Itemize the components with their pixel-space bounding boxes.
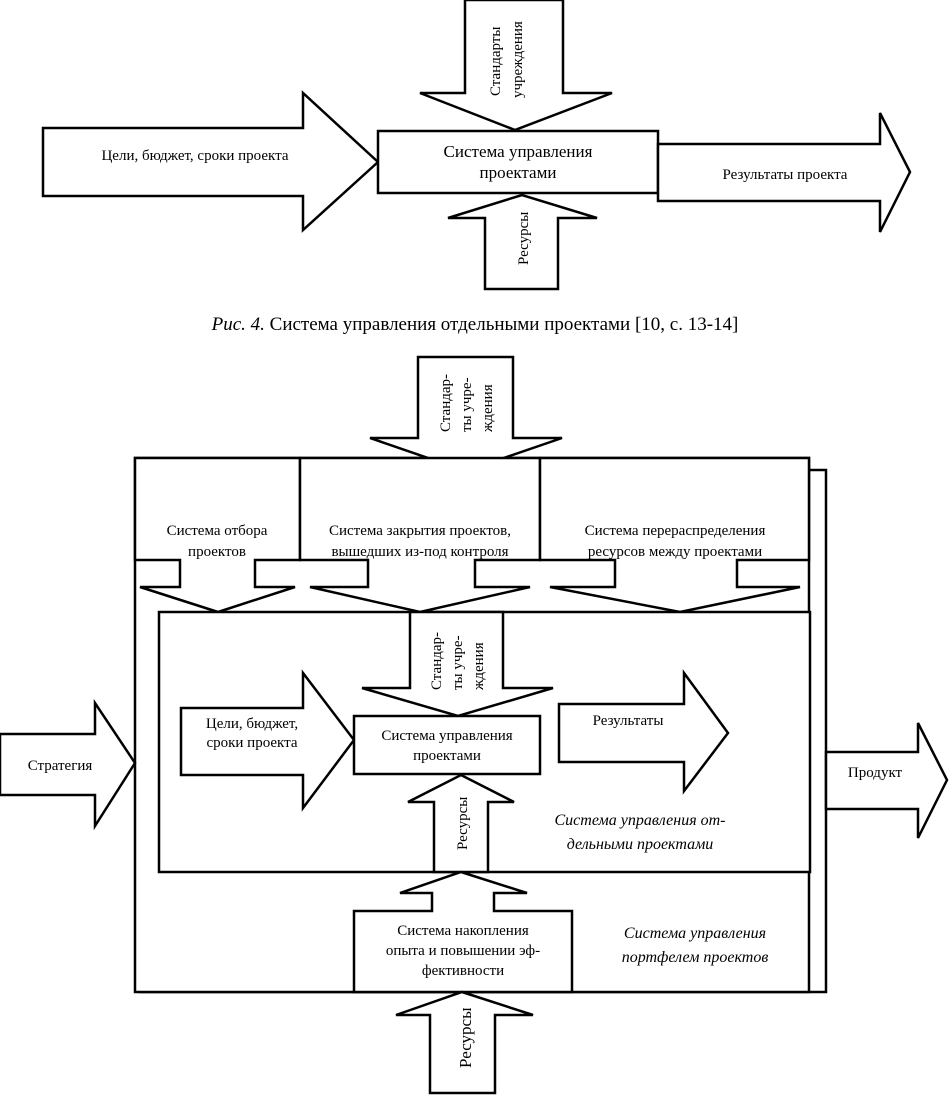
inner-standards-line1: Стандар- <box>429 632 445 690</box>
experience-line2: опыта и повышении эф- <box>386 943 540 959</box>
inner-goals-line1: Цели, бюджет, <box>206 716 298 732</box>
inner-standards-down-arrow <box>361 610 554 718</box>
resource-redistribution-block-arrow <box>538 456 811 614</box>
bottom-resources-label: Ресурсы <box>456 1007 475 1068</box>
institution-standards-down-arrow <box>369 355 563 473</box>
figure-4: Цели, бюджет, сроки проекта Стандарты уч… <box>41 0 912 335</box>
portfolio-management-label-line2: портфелем проектов <box>622 949 769 966</box>
top-standards-line1: Стандар- <box>438 374 454 432</box>
inner-center-line1: Система управления <box>381 728 512 744</box>
resources-up-arrow <box>447 193 598 291</box>
project-results-output-arrow <box>656 112 912 233</box>
caption-prefix: Рис. 4. <box>211 314 265 335</box>
inner-center-line2: проектами <box>413 748 481 764</box>
strategy-input-arrow <box>0 698 137 831</box>
inner-standards-line2: ты учре- <box>450 635 466 690</box>
portfolio-management-label-line1: Система управления <box>624 925 766 942</box>
project-results-label: Результаты проекта <box>723 167 848 183</box>
closing-line2: вышедших из-под контроля <box>331 544 508 560</box>
individual-projects-label-line1: Система управления от- <box>554 812 725 829</box>
inner-goals-input-arrow <box>179 669 356 812</box>
product-output-arrow <box>824 722 949 839</box>
standards-label-line1: Стандарты <box>488 27 504 96</box>
center-box-line1: Система управления <box>444 142 593 161</box>
center-box-line2: проектами <box>480 163 557 182</box>
product-label: Продукт <box>848 765 903 781</box>
redistribution-line1: Система перераспределения <box>585 523 766 539</box>
experience-line1: Система накопления <box>397 923 529 939</box>
strategy-label: Стратегия <box>28 758 93 774</box>
resources-label: Ресурсы <box>516 212 532 265</box>
inner-goals-line2: сроки проекта <box>206 735 297 751</box>
inner-results-output-arrow <box>557 669 730 795</box>
figure-4-caption: Рис. 4. Система управления отдельными пр… <box>211 314 739 335</box>
top-standards-line3: ждения <box>480 384 496 433</box>
standards-down-arrow <box>419 0 613 132</box>
project-management-system-box <box>376 129 660 195</box>
individual-projects-label-line2: дельными проектами <box>567 836 714 853</box>
experience-accumulation-block-arrow <box>352 870 574 994</box>
resources-up-arrow-bottom <box>395 990 534 1095</box>
goals-budget-input-arrow <box>41 90 380 233</box>
inner-standards-line3: ждения <box>471 642 487 691</box>
figure-5: Стандар- ты учре- ждения Система отбора … <box>0 355 949 1095</box>
closing-line1: Система закрытия проектов, <box>329 523 511 539</box>
goals-budget-label: Цели, бюджет, сроки проекта <box>101 148 288 164</box>
top-standards-line2: ты учре- <box>459 377 475 432</box>
selection-line1: Система отбора <box>167 523 268 539</box>
inner-resources-up-arrow <box>407 773 515 874</box>
inner-results-label: Результаты <box>593 713 664 729</box>
inner-project-management-box <box>352 714 542 776</box>
caption-text: Система управления отдельными проектами … <box>265 314 738 335</box>
experience-line3: фективности <box>422 963 504 979</box>
inner-resources-label: Ресурсы <box>455 797 471 850</box>
redistribution-line2: ресурсов между проектами <box>588 544 762 560</box>
selection-line2: проектов <box>188 544 246 560</box>
standards-label-line2: учреждения <box>510 21 526 98</box>
